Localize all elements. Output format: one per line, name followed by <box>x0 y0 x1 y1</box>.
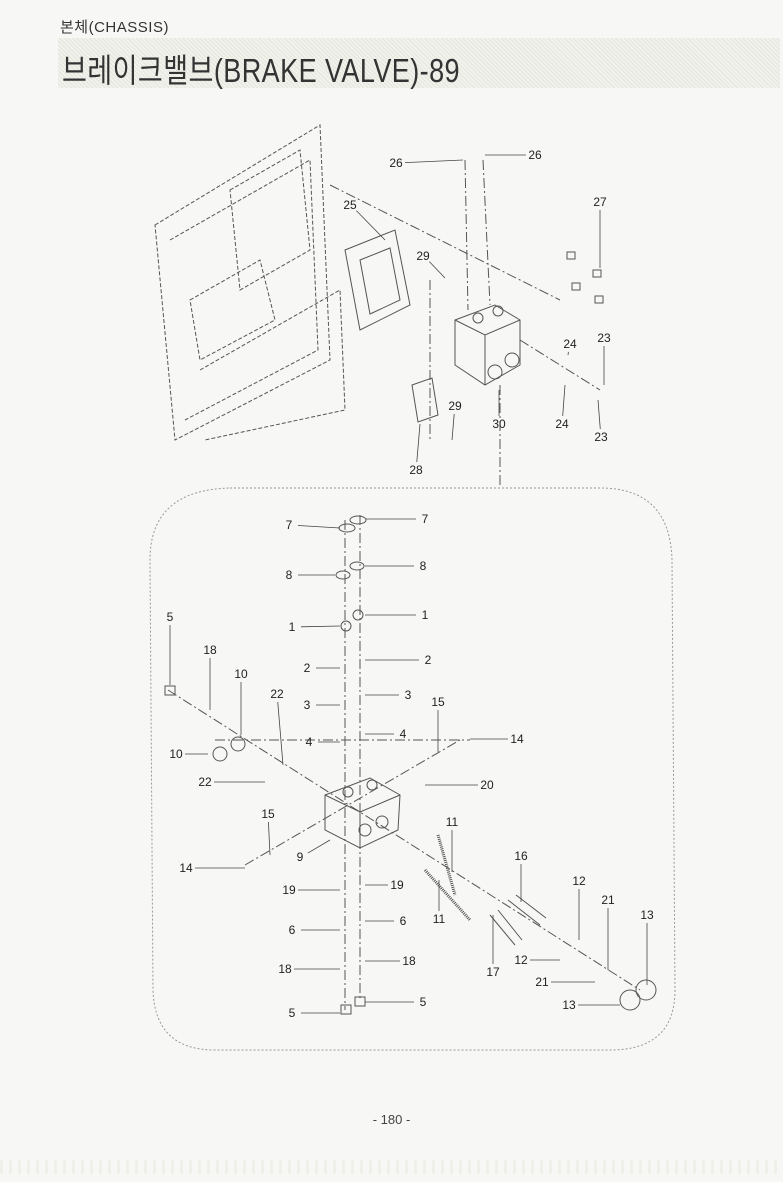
part-callout-25: 25 <box>343 198 357 212</box>
part-callout-6: 6 <box>288 923 296 937</box>
part-callout-2: 2 <box>424 653 432 667</box>
part-callout-24: 24 <box>555 417 569 431</box>
part-callout-17: 17 <box>486 965 500 979</box>
part-callout-21: 21 <box>601 893 615 907</box>
part-callout-18: 18 <box>278 962 292 976</box>
part-callout-11: 11 <box>432 912 446 926</box>
bracket-plate <box>411 377 439 423</box>
bolts <box>566 251 604 304</box>
part-callout-20: 20 <box>480 778 494 792</box>
leader-line <box>307 839 331 854</box>
title-band <box>58 38 780 88</box>
part-callout-6: 6 <box>399 914 407 928</box>
part-callout-2: 2 <box>303 661 311 675</box>
part-callout-28: 28 <box>409 463 423 477</box>
scan-artifact-strip <box>0 1160 783 1174</box>
part-callout-26: 26 <box>528 148 542 162</box>
part-callout-14: 14 <box>179 861 193 875</box>
part-callout-7: 7 <box>285 518 293 532</box>
part-callout-3: 3 <box>303 698 311 712</box>
valve-body-lower <box>324 777 401 849</box>
part-callout-5: 5 <box>288 1006 296 1020</box>
leader-line <box>597 399 601 430</box>
page-number: - 180 - <box>372 1112 411 1127</box>
page-title: 브레이크밸브(BRAKE VALVE)-89 <box>62 52 461 89</box>
part-callout-13: 13 <box>640 908 654 922</box>
part-callout-1: 1 <box>288 620 296 634</box>
detail-boundary <box>149 487 676 1051</box>
part-callout-18: 18 <box>402 954 416 968</box>
part-callout-15: 15 <box>431 695 445 709</box>
part-callout-5: 5 <box>166 610 174 624</box>
leader-line <box>297 525 341 529</box>
part-callout-29: 29 <box>448 399 462 413</box>
part-callout-5: 5 <box>419 995 427 1009</box>
part-callout-22: 22 <box>198 775 212 789</box>
part-callout-4: 4 <box>305 735 313 749</box>
part-callout-13: 13 <box>562 998 576 1012</box>
part-callout-19: 19 <box>282 883 296 897</box>
part-callout-8: 8 <box>285 568 293 582</box>
leader-line <box>562 384 566 417</box>
part-callout-18: 18 <box>203 643 217 657</box>
gasket-plate <box>344 229 411 331</box>
chassis-frame <box>154 124 346 441</box>
part-callout-1: 1 <box>421 608 429 622</box>
part-callout-24: 24 <box>563 337 577 351</box>
part-callout-27: 27 <box>593 195 607 209</box>
part-callout-26: 26 <box>389 156 403 170</box>
part-callout-23: 23 <box>597 331 611 345</box>
part-callout-3: 3 <box>404 688 412 702</box>
leader-line <box>268 821 271 856</box>
leader-line <box>300 625 341 628</box>
leader-line <box>416 423 421 463</box>
leader-line <box>356 210 386 241</box>
part-callout-16: 16 <box>514 849 528 863</box>
part-callout-23: 23 <box>594 430 608 444</box>
part-callout-12: 12 <box>514 953 528 967</box>
part-callout-29: 29 <box>416 249 430 263</box>
part-callout-9: 9 <box>296 850 304 864</box>
valve-assembly-upper <box>454 304 521 386</box>
part-callout-19: 19 <box>390 878 404 892</box>
part-callout-10: 10 <box>234 667 248 681</box>
part-callout-11: 11 <box>445 815 459 829</box>
part-callout-30: 30 <box>492 417 506 431</box>
part-callout-7: 7 <box>421 512 429 526</box>
leader-line <box>277 701 284 766</box>
part-callout-8: 8 <box>419 559 427 573</box>
part-callout-21: 21 <box>535 975 549 989</box>
part-callout-12: 12 <box>572 874 586 888</box>
part-callout-15: 15 <box>261 807 275 821</box>
part-callout-22: 22 <box>270 687 284 701</box>
leader-line <box>404 159 464 164</box>
part-callout-10: 10 <box>169 747 183 761</box>
part-callout-14: 14 <box>510 732 524 746</box>
part-callout-4: 4 <box>399 727 407 741</box>
leader-line <box>451 413 455 441</box>
section-heading: 본체(CHASSIS) <box>60 19 169 36</box>
leader-line <box>429 261 446 279</box>
